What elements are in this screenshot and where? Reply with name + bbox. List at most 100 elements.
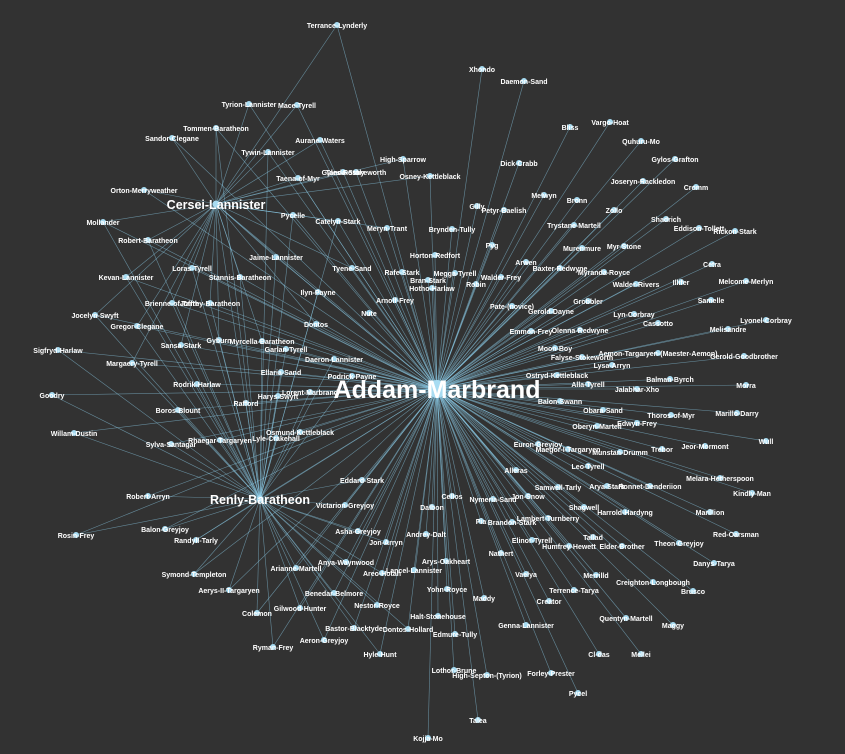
node-megga-tyrell[interactable] [452, 270, 458, 276]
node-murenmure[interactable] [579, 245, 585, 251]
node-brienne-of-tarth[interactable] [169, 300, 175, 306]
node-leo-tyrell[interactable] [585, 463, 591, 469]
node-quentyn-martell[interactable] [623, 615, 629, 621]
node-rafford[interactable] [243, 400, 249, 406]
node-nute[interactable] [366, 310, 372, 316]
node-olenna-redwyne[interactable] [577, 327, 583, 333]
node-horton-redfort[interactable] [432, 252, 438, 258]
node-jon-arryn[interactable] [383, 539, 389, 545]
node-renly-baratheon[interactable] [256, 495, 264, 503]
node-vaelya[interactable] [523, 571, 529, 577]
node-ryman-frey[interactable] [270, 644, 276, 650]
node-arnolf-frey[interactable] [392, 297, 398, 303]
node-genna-lannister[interactable] [523, 622, 529, 628]
node-forley-prester[interactable] [548, 670, 554, 676]
node-daemon-sand[interactable] [521, 78, 527, 84]
node-aemon-targaryen-maester-aemon[interactable] [655, 350, 661, 356]
node-tyrion-lannister[interactable] [246, 101, 252, 107]
node-taena-of-myr[interactable] [295, 175, 301, 181]
node-elinor-tyrell[interactable] [529, 537, 535, 543]
node-brynden-tully[interactable] [449, 226, 455, 232]
node-kojja-mo[interactable] [425, 735, 431, 741]
node-boros-blount[interactable] [175, 407, 181, 413]
node-maegor-i-targaryen[interactable] [565, 446, 571, 452]
node-harys-swyft[interactable] [275, 393, 281, 399]
node-danys-tarya[interactable] [711, 560, 717, 566]
node-nestor-royce[interactable] [374, 602, 380, 608]
node-elder-brother[interactable] [619, 543, 625, 549]
node-mellei[interactable] [638, 651, 644, 657]
node-myrcella-baratheon[interactable] [259, 338, 265, 344]
node-joffrey-baratheon[interactable] [207, 300, 213, 306]
node-dick-crabb[interactable] [516, 160, 522, 166]
node-balman-byrch[interactable] [667, 376, 673, 382]
node-asha-greyjoy[interactable] [355, 528, 361, 534]
node-hyle-hunt[interactable] [377, 651, 383, 657]
node-mace-tyrell[interactable] [294, 102, 300, 108]
node-obara-sand[interactable] [600, 407, 606, 413]
node-sigfryd-harlaw[interactable] [55, 347, 61, 353]
node-gregor-clegane[interactable] [134, 323, 140, 329]
node-jeor-mormont[interactable] [702, 443, 708, 449]
node-melara-hetherspoon[interactable] [717, 475, 723, 481]
node-quhuru-mo[interactable] [638, 138, 644, 144]
node-dalbon[interactable] [429, 504, 435, 510]
node-ostryd-kettleblack[interactable] [554, 372, 560, 378]
node-red-oarsman[interactable] [733, 531, 739, 537]
node-anya-waynwood[interactable] [343, 559, 349, 565]
node-robert-arryn[interactable] [145, 493, 151, 499]
node-baxter-redwyne[interactable] [557, 265, 563, 271]
node-gylos-grafton[interactable] [672, 156, 678, 162]
node-grobbler[interactable] [585, 298, 591, 304]
node-rhaegar-targaryen[interactable] [217, 437, 223, 443]
node-rosin-frey[interactable] [73, 532, 79, 538]
node-illifer[interactable] [678, 279, 684, 285]
node-stannis-baratheon[interactable] [237, 274, 243, 280]
node-walder-frey[interactable] [498, 274, 504, 280]
node-osney-kettleblack[interactable] [427, 173, 433, 179]
node-creator[interactable] [546, 598, 552, 604]
node-xhondo[interactable] [479, 66, 485, 72]
node-petyr-baelish[interactable] [501, 207, 507, 213]
node-trystane-martell[interactable] [571, 222, 577, 228]
node-humfrey-hewett[interactable] [566, 543, 572, 549]
node-cassotto[interactable] [655, 320, 661, 326]
node-munstan-drumm[interactable] [617, 449, 623, 455]
node-willam-dustin[interactable] [71, 430, 77, 436]
node-jalabhar-xho[interactable] [634, 386, 640, 392]
node-jon-snow[interactable] [525, 493, 531, 499]
node-euron-greyjoy[interactable] [535, 441, 541, 447]
node-lyn-corbray[interactable] [631, 311, 637, 317]
node-garlan-tyrell[interactable] [283, 346, 289, 352]
node-marillion[interactable] [707, 509, 713, 515]
node-dontos-hollard[interactable] [405, 626, 411, 632]
node-aerys-ii-targaryen[interactable] [226, 587, 232, 593]
node-gyles-rosby[interactable] [340, 169, 346, 175]
node-arwen[interactable] [523, 259, 529, 265]
node-lothor-brune[interactable] [451, 667, 457, 673]
node-nymeria-sand[interactable] [490, 496, 496, 502]
node-daeron-lannister[interactable] [331, 356, 337, 362]
node-loras-tyrell[interactable] [189, 265, 195, 271]
node-walder-rivers[interactable] [633, 281, 639, 287]
node-rodrik-harlaw[interactable] [194, 381, 200, 387]
node-lyonel-corbray[interactable] [763, 317, 769, 323]
node-alleras[interactable] [513, 467, 519, 473]
node-areo-hotah[interactable] [379, 570, 385, 576]
node-harrold-hardyng[interactable] [622, 509, 628, 515]
node-arys-oakheart[interactable] [443, 558, 449, 564]
node-maddy[interactable] [481, 595, 487, 601]
node-arianne-martell[interactable] [293, 565, 299, 571]
node-morra[interactable] [743, 382, 749, 388]
node-dontos[interactable] [313, 321, 319, 327]
node-eddison-tollett[interactable] [696, 225, 702, 231]
node-high-septon-tyrion[interactable] [484, 672, 490, 678]
node-lancel-lannister[interactable] [411, 567, 417, 573]
node-andrey-dalt[interactable] [423, 531, 429, 537]
node-high-sparrow[interactable] [400, 156, 406, 162]
node-shadrich[interactable] [663, 216, 669, 222]
node-alla-tyrell[interactable] [585, 381, 591, 387]
node-eddard-stark[interactable] [359, 477, 365, 483]
node-yohn-royce[interactable] [444, 586, 450, 592]
node-zollo[interactable] [611, 207, 617, 213]
